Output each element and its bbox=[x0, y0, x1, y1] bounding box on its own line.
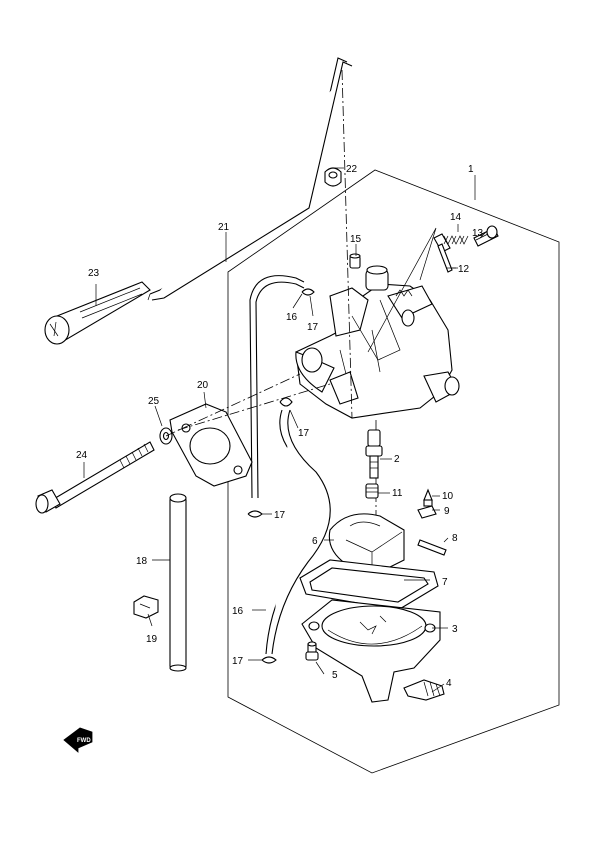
callout-22: 22 bbox=[346, 164, 358, 175]
callout-25: 25 bbox=[148, 396, 160, 407]
callout-2: 2 bbox=[394, 454, 400, 465]
mounting-bolt bbox=[35, 441, 155, 514]
hose-clip-2 bbox=[279, 397, 293, 407]
callout-5: 5 bbox=[332, 670, 338, 681]
vent-pipe bbox=[169, 493, 187, 672]
float-chamber bbox=[301, 599, 441, 703]
callout-1: 1 bbox=[468, 164, 474, 175]
callout-19: 19 bbox=[146, 634, 158, 645]
float bbox=[328, 513, 405, 577]
bracket-12-14 bbox=[367, 227, 437, 353]
carburetor-gasket bbox=[169, 403, 253, 487]
throttle-link-rod bbox=[147, 57, 353, 301]
drain-screw bbox=[403, 679, 445, 701]
callout-15: 15 bbox=[350, 234, 362, 245]
needle-clip bbox=[417, 505, 437, 519]
forward-direction-arrow-icon: FWD bbox=[63, 727, 93, 753]
callout-23: 23 bbox=[88, 268, 100, 279]
main-jet bbox=[365, 483, 379, 499]
choke-knob bbox=[44, 281, 151, 345]
callout-3: 3 bbox=[452, 624, 458, 635]
callout-16b: 16 bbox=[232, 606, 244, 617]
needle-valve bbox=[423, 488, 433, 507]
callout-9: 9 bbox=[444, 506, 450, 517]
callout-11: 11 bbox=[392, 488, 403, 499]
callout-7: 7 bbox=[442, 577, 448, 588]
pilot-screw bbox=[433, 233, 458, 273]
hose-clip-3 bbox=[247, 510, 263, 518]
callout-17b: 17 bbox=[298, 428, 310, 439]
spring bbox=[443, 235, 469, 245]
callout-21: 21 bbox=[218, 222, 230, 233]
main-jet-holder bbox=[365, 429, 383, 479]
fuel-hose-lower bbox=[265, 409, 331, 655]
float-chamber-gasket bbox=[299, 559, 439, 611]
throttle-stop-screw bbox=[473, 225, 499, 247]
callout-16a: 16 bbox=[286, 312, 298, 323]
callout-24: 24 bbox=[76, 450, 88, 461]
pipe-clip bbox=[133, 595, 159, 619]
callout-13: 13 bbox=[472, 228, 484, 239]
callout-4: 4 bbox=[446, 678, 452, 689]
assembly-boundary bbox=[227, 169, 560, 774]
callout-14: 14 bbox=[450, 212, 462, 223]
callout-17a: 17 bbox=[307, 322, 319, 333]
cap bbox=[349, 253, 361, 269]
callout-17c: 17 bbox=[274, 510, 286, 521]
float-pin bbox=[417, 539, 447, 556]
leader-lines bbox=[83, 167, 487, 693]
forward-badge: FWD bbox=[77, 738, 91, 744]
callout-8: 8 bbox=[452, 533, 458, 544]
callout-12: 12 bbox=[458, 264, 470, 275]
callout-17d: 17 bbox=[232, 656, 244, 667]
callout-18: 18 bbox=[136, 556, 148, 567]
fuel-hose-upper bbox=[249, 275, 305, 499]
hose-clip-4 bbox=[261, 656, 277, 664]
callout-20: 20 bbox=[197, 380, 209, 391]
chamber-screw bbox=[305, 641, 319, 661]
hose-clip-1 bbox=[301, 288, 315, 296]
carburetor-body bbox=[295, 265, 460, 419]
rod-clip bbox=[324, 167, 342, 187]
callout-10: 10 bbox=[442, 491, 454, 502]
callout-6: 6 bbox=[312, 536, 318, 547]
